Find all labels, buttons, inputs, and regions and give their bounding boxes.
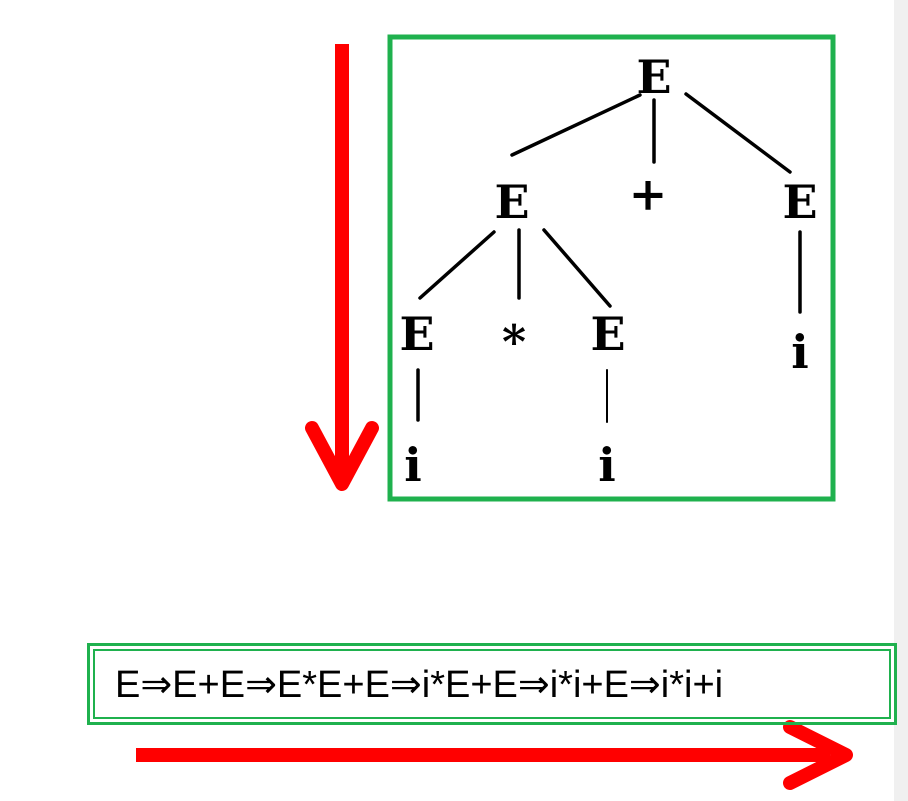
- node-lr-e: E: [590, 307, 625, 361]
- derivation-inner-frame: E⇒E+E⇒E*E+E⇒i*E+E⇒i*i+E⇒i*i+i: [93, 649, 891, 719]
- node-ll-leaf: i: [404, 438, 421, 492]
- horizontal-arrow: [136, 720, 853, 790]
- node-star: *: [502, 315, 526, 369]
- derivation-box: E⇒E+E⇒E*E+E⇒i*E+E⇒i*i+E⇒i*i+i: [87, 643, 897, 725]
- tree-box: [387, 34, 836, 502]
- node-root: E: [636, 50, 671, 104]
- node-left-e: E: [494, 175, 529, 229]
- vertical-arrow: [305, 44, 379, 491]
- edge-left-ll: [418, 230, 496, 300]
- tree-edges: [416, 92, 802, 423]
- edge-root-right: [684, 92, 792, 174]
- vertical-arrow-head: [305, 421, 379, 491]
- edge-left-lr: [542, 228, 612, 308]
- node-plus: +: [629, 167, 668, 221]
- horizontal-arrow-head: [783, 720, 853, 790]
- edge-root-left: [510, 93, 642, 157]
- node-ll-e: E: [399, 307, 434, 361]
- node-lr-leaf: i: [598, 438, 615, 492]
- node-right-e: E: [782, 175, 817, 229]
- tree-nodes: E E + E E * E i i i: [399, 50, 817, 492]
- node-right-leaf: i: [791, 325, 808, 379]
- derivation-sequence: E⇒E+E⇒E*E+E⇒i*E+E⇒i*i+E⇒i*i+i: [115, 663, 724, 706]
- scrollbar-track[interactable]: [894, 0, 908, 801]
